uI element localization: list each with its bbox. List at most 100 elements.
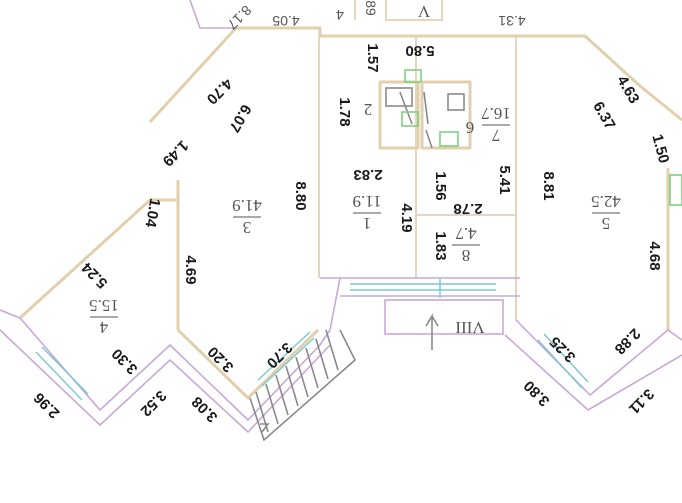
fixture-green-1 — [401, 111, 419, 127]
dim-1-56: 1.56 — [432, 171, 449, 200]
room-8-label: 8 4.7 — [452, 224, 480, 265]
exterior-walls — [0, 0, 682, 434]
svg-text:1: 1 — [363, 214, 372, 233]
dim-1-50: 1.50 — [648, 133, 672, 166]
walls — [18, 0, 682, 400]
window-right-1 — [537, 339, 583, 389]
room-4-label: 4 15.5 — [89, 296, 119, 337]
bathroom-fixtures — [385, 69, 682, 206]
stair-tread-4 — [285, 365, 299, 407]
dim-5-24: 5.24 — [78, 258, 111, 291]
room-2-label: 2 — [364, 100, 373, 119]
dim-2-83: 2.83 — [353, 166, 382, 183]
stair-tread-2 — [265, 383, 279, 425]
bathroom-block-6 — [420, 80, 472, 150]
window-bottom-left-1 — [35, 351, 83, 401]
exterior-right — [515, 319, 682, 397]
dim-1-83: 1.83 — [432, 231, 449, 260]
dim-2-96: 2.96 — [30, 389, 63, 422]
fixture-green-4 — [669, 174, 682, 206]
exterior-left-lower — [0, 329, 331, 434]
dim-3-08: 3.08 — [188, 393, 221, 426]
dim-5-41: 5.41 — [496, 165, 513, 194]
stair-tread-7 — [315, 338, 329, 380]
stair-centre-arrow — [425, 313, 439, 350]
svg-text:3: 3 — [243, 218, 252, 237]
room-5-label: 5 42.5 — [591, 192, 621, 233]
staircase — [249, 313, 439, 442]
wall-room3-left-diagonal — [148, 26, 238, 124]
dim-3-11: 3.11 — [625, 385, 657, 417]
dim-2-88: 2.88 — [611, 325, 644, 358]
svg-text:41.9: 41.9 — [232, 196, 262, 215]
stair-tread-6 — [305, 347, 319, 389]
fixture-green-2 — [439, 131, 459, 147]
svg-text:7: 7 — [491, 126, 500, 145]
wall-room3-bottom — [176, 328, 320, 400]
room-7-label: 7 16.7 — [481, 104, 511, 145]
dim-4-70: 4.70 — [203, 75, 236, 108]
dim-2-78: 2.78 — [453, 200, 482, 217]
wall-room3-top — [236, 26, 682, 122]
dim-1-49: 1.49 — [159, 137, 192, 170]
dim-3-30: 3.30 — [108, 345, 141, 378]
dim-4-31: 4.31 — [498, 13, 525, 29]
dim-4-63: 4.63 — [613, 73, 642, 107]
dim-5-80: 5.80 — [405, 42, 434, 59]
window-bottom-left-2 — [41, 346, 89, 395]
dim-4-05: 4.05 — [272, 13, 299, 29]
wall-top-stub — [385, 0, 443, 21]
dim-3-80: 3.80 — [520, 377, 553, 410]
stair-outline — [249, 329, 356, 442]
window-stair-1 — [257, 331, 311, 381]
room-6-label: 6 — [466, 118, 475, 137]
stair-tread-3 — [275, 374, 289, 416]
dim-4-68: 4.68 — [646, 241, 663, 270]
svg-text:6: 6 — [466, 118, 475, 137]
svg-text:4: 4 — [99, 318, 108, 337]
sink-icon — [385, 87, 413, 107]
dim-6-07: 6.07 — [225, 101, 254, 135]
top-numeral: V — [417, 2, 430, 21]
svg-text:42.5: 42.5 — [591, 192, 621, 211]
svg-text:15.5: 15.5 — [89, 296, 119, 315]
shower-icon — [399, 91, 433, 149]
dim-6-37: 6.37 — [589, 99, 618, 133]
dim-89: 89 — [363, 0, 379, 16]
dim-1-04: 1.04 — [141, 197, 163, 229]
dim-4-top: 4 — [336, 7, 344, 23]
stair-landing — [384, 299, 504, 335]
exterior-right-lower — [504, 334, 682, 411]
dim-8-81: 8.81 — [540, 171, 557, 200]
stair-tread-8 — [325, 329, 339, 371]
windows — [35, 278, 589, 401]
wall-room4-top — [18, 198, 178, 320]
dim-3-20: 3.20 — [204, 343, 237, 376]
svg-text:11.9: 11.9 — [352, 192, 381, 211]
room-3-label: 3 41.9 — [232, 196, 262, 237]
dim-8-80: 8.80 — [292, 181, 309, 210]
dim-4-69: 4.69 — [182, 255, 199, 284]
stair-numeral: VIII — [455, 318, 485, 337]
exterior-left — [0, 277, 341, 422]
dim-1-57: 1.57 — [364, 43, 381, 72]
dim-3-25: 3.25 — [546, 333, 579, 366]
dim-4-19: 4.19 — [398, 203, 415, 232]
room-labels: 3 41.9 1 11.9 5 42.5 4 15.5 2 6 7 16.7 — [89, 2, 621, 337]
exterior-top — [189, 0, 236, 29]
stair-tread-5 — [295, 356, 309, 398]
fixture-green-3 — [404, 69, 422, 83]
svg-text:16.7: 16.7 — [481, 104, 511, 123]
dim-1-78: 1.78 — [336, 97, 353, 126]
dim-3-52: 3.52 — [137, 387, 170, 420]
dim-3-70: 3.70 — [263, 339, 296, 372]
stair-arrow — [260, 423, 270, 433]
svg-text:2: 2 — [364, 100, 373, 119]
window-right-2 — [543, 333, 589, 383]
window-stair-2 — [261, 337, 315, 387]
svg-text:8: 8 — [462, 246, 471, 265]
svg-text:5: 5 — [602, 214, 611, 233]
svg-text:4.7: 4.7 — [455, 224, 477, 243]
dimensions: 4.05 4.31 8.17 89 4 5.80 1.57 1.78 4.70 … — [30, 0, 672, 425]
